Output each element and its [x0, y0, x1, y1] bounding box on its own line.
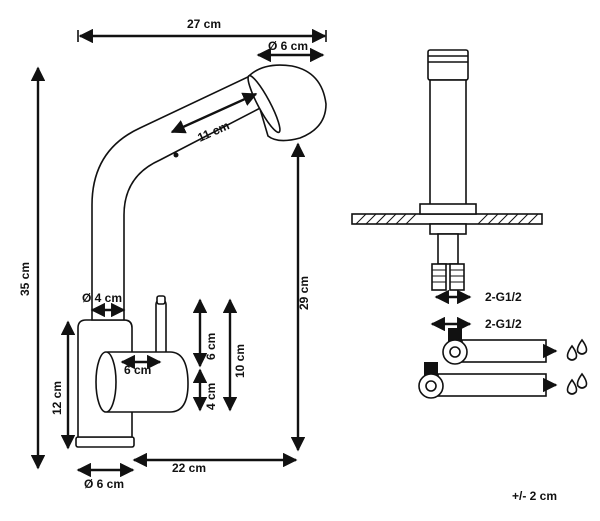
label-handle-total: 10 cm: [233, 344, 247, 378]
label-spout-head-diameter: Ø 6 cm: [268, 39, 308, 53]
hose-fitting-2-thread: [424, 362, 438, 376]
label-total-height: 35 cm: [18, 262, 32, 296]
shank-body: [429, 79, 467, 206]
installation-view: 2-G1/2 2-G1/2 +/- 2 cm: [351, 49, 588, 503]
label-neck-diameter: Ø 4 cm: [82, 291, 122, 305]
hose-1: [461, 339, 547, 363]
countertop-hatching: [355, 213, 539, 225]
hose-fitting-1-thread: [448, 328, 462, 342]
label-handle-height: 6 cm: [204, 333, 218, 360]
connector-nut-right: [449, 263, 465, 291]
label-thread-lower: 2-G1/2: [485, 317, 522, 331]
connector-nut-left: [431, 263, 447, 291]
faucet-spout-tube: [91, 73, 270, 321]
spout-dot: [173, 152, 179, 158]
connector-body: [437, 233, 459, 265]
label-spout-reach: 22 cm: [172, 461, 206, 475]
hose-2: [437, 373, 547, 397]
faucet-handle-cap: [156, 295, 166, 305]
handle-cylinder-end: [95, 351, 117, 413]
spout-head-face: [247, 74, 281, 134]
mounting-flange: [419, 203, 477, 215]
dimension-lines: [30, 28, 327, 478]
tolerance-note: +/- 2 cm: [512, 489, 557, 503]
water-drop-icon: [566, 338, 588, 361]
label-spout-height: 29 cm: [297, 276, 311, 310]
hose-fitting-2-nut: [418, 373, 444, 399]
mounting-nut: [429, 223, 467, 235]
water-drop-icon: [566, 372, 588, 395]
shank-top: [427, 49, 469, 81]
label-base-height: 12 cm: [50, 381, 64, 415]
faucet-base-plate: [75, 436, 135, 448]
label-total-width: 27 cm: [187, 17, 221, 31]
hose-fitting-1-nut: [442, 339, 468, 365]
label-handle-offset: 4 cm: [204, 383, 218, 410]
label-handle-width: 6 cm: [124, 363, 151, 377]
label-thread-upper: 2-G1/2: [485, 290, 522, 304]
label-base-diameter: Ø 6 cm: [84, 477, 124, 491]
